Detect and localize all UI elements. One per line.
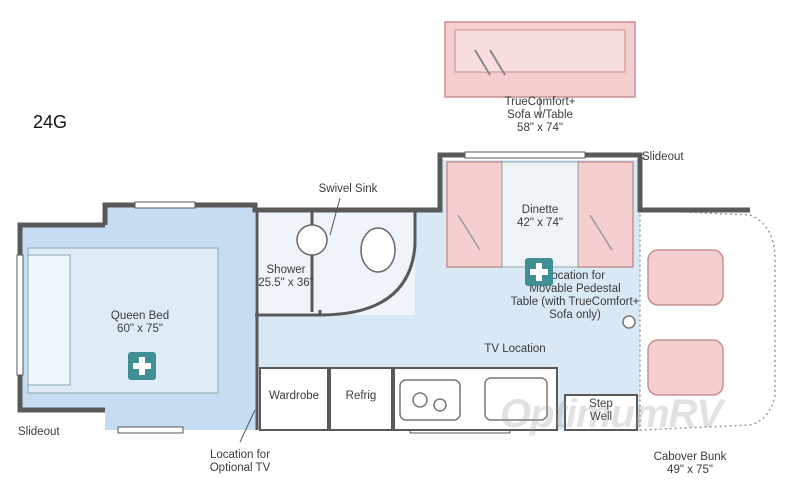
queen-bed bbox=[27, 247, 219, 394]
pedestal-table-plus-icon bbox=[525, 258, 553, 286]
refrig-label: Refrig bbox=[345, 390, 377, 402]
slideout-bottom-label: Slideout bbox=[18, 426, 60, 438]
bed-plus-icon bbox=[128, 352, 156, 380]
sofa-slideout bbox=[444, 21, 636, 115]
cab-seats bbox=[647, 249, 724, 396]
sink-and-stove bbox=[399, 377, 548, 421]
bath-fixtures bbox=[296, 224, 396, 273]
pedestal-location-icon bbox=[622, 315, 636, 329]
step-well-label: Step Well bbox=[589, 398, 613, 423]
watermark-logo: OptimumRV bbox=[500, 392, 723, 436]
optional-tv-label: Location for Optional TV bbox=[209, 449, 271, 474]
dinette-seats bbox=[446, 161, 634, 268]
tv-location-label: TV Location bbox=[484, 343, 546, 355]
wardrobe-label: Wardrobe bbox=[268, 390, 320, 402]
leader-lines bbox=[239, 157, 645, 443]
slideout-top-label: Slideout bbox=[642, 151, 684, 163]
pedestal-table-label: Location for Movable Pedestal Table (wit… bbox=[510, 270, 640, 321]
queen-bed-label: Queen Bed 60" x 75" bbox=[110, 310, 170, 335]
swivel-sink-label: Swivel Sink bbox=[318, 183, 378, 195]
shower-label: Shower 25.5" x 36" bbox=[258, 264, 314, 289]
sofa-slideout-label: TrueComfort+ Sofa w/Table 58" x 74" bbox=[504, 96, 576, 134]
dinette-label: Dinette 42" x 74" bbox=[517, 204, 563, 229]
model-name: 24G bbox=[33, 112, 68, 132]
cabover-bunk-label: Cabover Bunk 49" x 75" bbox=[653, 451, 727, 476]
